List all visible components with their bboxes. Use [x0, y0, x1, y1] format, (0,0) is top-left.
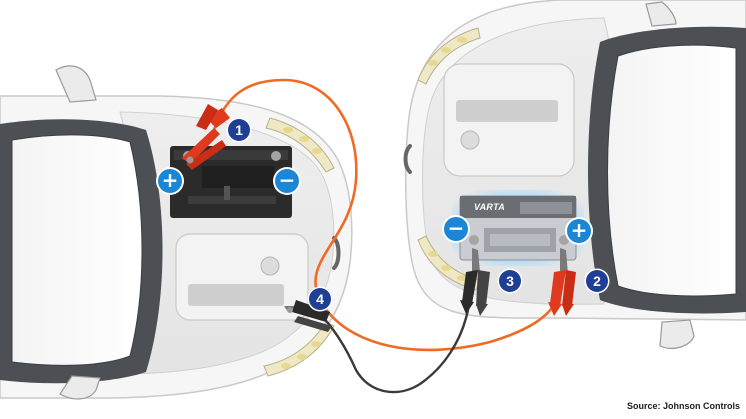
donor-battery — [459, 195, 577, 261]
right-car-reservoir-cap — [460, 130, 480, 150]
right-car-grille-slot — [403, 144, 412, 174]
black-clamp-donor-battery — [460, 248, 490, 316]
donor-battery-positive-terminal — [559, 235, 569, 245]
left-car-windshield — [11, 134, 143, 366]
right-car-headlight-top-leds — [428, 37, 467, 66]
step-badge-4: 4 — [309, 288, 331, 310]
left-car-mirror-top — [55, 65, 97, 103]
dead-battery-negative-terminal — [271, 151, 281, 161]
left-car-headlight-bottom-leds — [281, 341, 321, 369]
left-car — [0, 65, 353, 400]
red-clamp-donor-battery — [548, 248, 576, 316]
black-clamp-ground — [284, 300, 332, 332]
positive-pole-icon-donor-battery: + — [567, 219, 591, 243]
left-car-headlight-top-leds — [283, 127, 322, 154]
right-car-mirror-top — [645, 1, 677, 27]
right-car-headlight-bottom-leds — [428, 251, 467, 281]
step-badge-2: 2 — [586, 270, 608, 292]
step-badge-3: 3 — [499, 270, 521, 292]
right-car — [403, 0, 746, 349]
left-car-mirror-bottom — [59, 375, 101, 400]
step-badge-1: 1 — [228, 119, 250, 141]
right-car-windshield — [607, 44, 737, 297]
battery-brand-label: VARTA — [474, 202, 506, 212]
right-car-fuse-cover — [456, 100, 558, 122]
left-car-fuse-cover — [188, 284, 284, 306]
negative-pole-icon-dead-battery: − — [275, 169, 299, 193]
red-clamp-dead-battery — [182, 104, 230, 170]
donor-battery-negative-terminal — [469, 235, 479, 245]
negative-pole-icon-donor-battery: − — [444, 217, 468, 241]
right-car-mirror-bottom — [659, 319, 695, 349]
source-credit: Source: Johnson Controls — [626, 401, 740, 411]
left-car-headlight-top — [265, 117, 335, 173]
left-car-reservoir-cap — [260, 256, 280, 276]
positive-pole-icon-dead-battery: + — [158, 169, 182, 193]
